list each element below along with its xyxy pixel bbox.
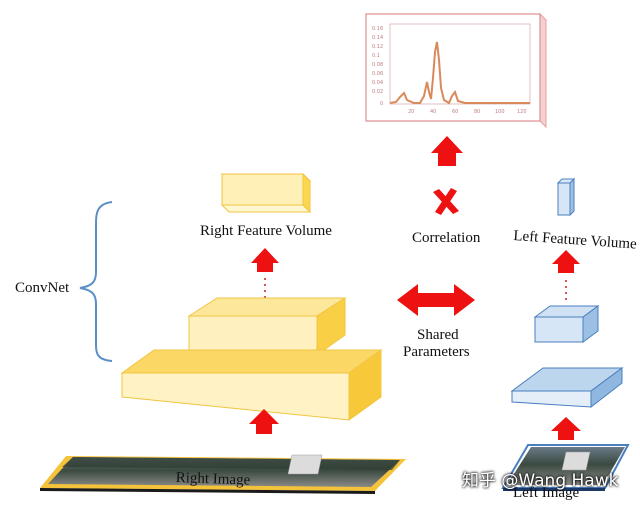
- left-image-label: Left Image: [513, 485, 580, 501]
- shared-parameters-arrow: [397, 284, 475, 316]
- convnet-bracket: [79, 201, 113, 362]
- arrow-up-to-plot: [431, 136, 463, 166]
- svg-text:0.08: 0.08: [372, 62, 383, 68]
- svg-text:40: 40: [430, 109, 436, 115]
- shared-parameters-label-2: Parameters: [403, 344, 470, 360]
- correlation-plot: 0.16 0.14 0.12 0.1 0.08 0.06 0.04 0.02 0…: [364, 12, 548, 129]
- right-feature-volume-label: Right Feature Volume: [200, 223, 332, 239]
- right-feature-volume-block: [220, 172, 312, 214]
- svg-text:0.06: 0.06: [372, 71, 383, 77]
- svg-text:60: 60: [452, 109, 458, 115]
- correlation-curve: [389, 41, 530, 105]
- arrow-up-left-image: [551, 417, 581, 440]
- svg-text:20: 20: [408, 109, 414, 115]
- yellow-conv-layer-1: [120, 349, 383, 421]
- correlation-label: Correlation: [412, 230, 481, 246]
- convnet-label: ConvNet: [15, 280, 70, 296]
- plot-y-ticks: 0.16 0.14 0.12 0.1 0.08 0.06 0.04 0.02 0: [372, 26, 383, 107]
- correlation-x-icon: [433, 188, 459, 215]
- ellipsis-dots-right: [264, 278, 266, 298]
- left-image: [501, 444, 630, 491]
- watermark: 知乎 @Wang Hawk: [462, 471, 619, 491]
- svg-text:0.02: 0.02: [372, 89, 383, 95]
- shared-parameters-label-1: Shared: [417, 327, 459, 343]
- ellipsis-dots-left: [565, 280, 567, 300]
- svg-text:120: 120: [517, 109, 527, 115]
- left-feature-volume-block: [556, 177, 576, 217]
- svg-text:0.04: 0.04: [372, 80, 383, 86]
- arrow-up-right-volume: [251, 248, 279, 272]
- svg-text:0.14: 0.14: [372, 35, 383, 41]
- yellow-conv-layer-2: [187, 297, 347, 356]
- blue-conv-layer-1: [510, 367, 624, 409]
- svg-text:0.1: 0.1: [372, 53, 380, 59]
- right-image-label: Right Image: [175, 470, 251, 489]
- right-image: [40, 454, 406, 494]
- svg-text:100: 100: [495, 109, 505, 115]
- svg-text:0.16: 0.16: [372, 26, 383, 32]
- svg-text:0.12: 0.12: [372, 44, 383, 50]
- svg-text:80: 80: [474, 109, 480, 115]
- plot-x-ticks: 20 40 60 80 100 120: [408, 109, 527, 115]
- arrow-up-left-volume: [552, 250, 580, 273]
- arrow-up-right-image: [249, 409, 279, 434]
- svg-text:0: 0: [380, 101, 383, 107]
- blue-conv-layer-2: [533, 305, 600, 343]
